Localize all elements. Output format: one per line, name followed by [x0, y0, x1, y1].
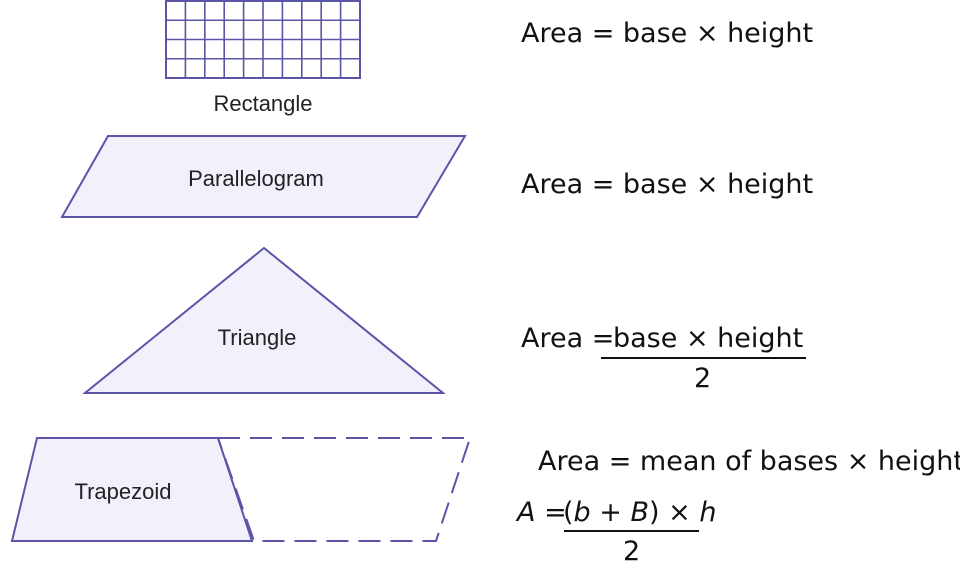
triangle-formula-denominator: 2 [694, 363, 712, 394]
small-base-variable: b [573, 497, 591, 528]
trapezoid-formula-numerator: (b + B) × h [563, 499, 716, 526]
rectangle-label: Rectangle [213, 91, 312, 116]
trapezoid-formula-lhs: A = [517, 499, 567, 526]
rectangle-grid [166, 1, 360, 78]
equals-sign: = [544, 497, 567, 528]
parallelogram-area-formula: Area = base × height [521, 169, 814, 200]
trapezoid-fraction-bar [564, 530, 699, 532]
rectangle-area-formula: Area = base × height [521, 18, 814, 49]
trapezoid-formula-denominator: 2 [623, 536, 641, 567]
triangle-fraction-bar [601, 357, 806, 359]
trapezoid-area-words: Area = mean of bases × height [538, 446, 960, 477]
rectangle-figure [165, 0, 361, 79]
area-variable: A [517, 497, 536, 528]
close-paren: ) [649, 497, 660, 528]
parallelogram-label: Parallelogram [188, 166, 324, 191]
open-paren: ( [563, 497, 574, 528]
triangle-formula-lhs: Area = [521, 323, 615, 354]
parallelogram-shape [60, 135, 467, 218]
large-base-variable: B [630, 497, 650, 528]
trapezoid-label: Trapezoid [74, 479, 171, 504]
triangle-shape [82, 246, 446, 394]
times-sign: × [659, 497, 700, 528]
trapezoid-rotated-copy [216, 437, 472, 542]
plus-sign: + [590, 497, 631, 528]
triangle-formula-numerator: base × height [613, 323, 804, 354]
triangle-label: Triangle [218, 325, 297, 350]
trapezoid-shape [10, 437, 254, 542]
height-variable: h [699, 497, 717, 528]
